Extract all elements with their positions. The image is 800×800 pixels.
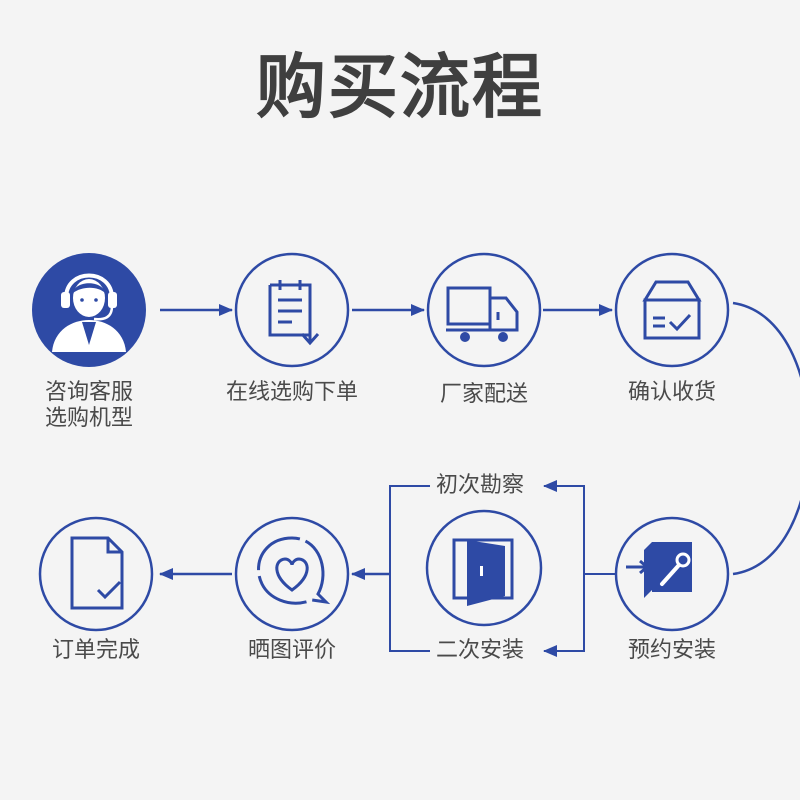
install-tool-icon (614, 516, 730, 632)
step-3-label: 厂家配送 (439, 382, 528, 407)
branch-top-label: 初次勘察 (436, 473, 525, 498)
step-1-label: 咨询客服 选购机型 (39, 380, 139, 432)
turn-curve (732, 301, 800, 576)
order-form-icon (234, 252, 350, 368)
page-title: 购买流程 (256, 46, 544, 128)
step-4-label: 确认收货 (627, 380, 716, 405)
customer-service-icon (32, 253, 146, 367)
branch-bottom-label: 二次安装 (436, 638, 525, 663)
door-icon (425, 509, 543, 627)
step-1-label-line-1: 咨询客服 (44, 380, 133, 405)
package-check-icon (614, 252, 730, 368)
step-2-label: 在线选购下单 (225, 380, 358, 405)
branch-left-bottom (389, 574, 430, 652)
step-5-label: 预约安装 (627, 638, 716, 663)
branch-top (543, 480, 585, 574)
step-7-label: 晒图评价 (247, 638, 336, 663)
step-8-label: 订单完成 (51, 638, 140, 663)
delivery-truck-icon (426, 252, 542, 368)
heart-chat-icon (234, 516, 350, 632)
branch-left-top (389, 485, 430, 574)
document-check-icon (38, 516, 154, 632)
branch-bottom (543, 574, 585, 657)
step-1-label-line-2: 选购机型 (44, 406, 133, 431)
